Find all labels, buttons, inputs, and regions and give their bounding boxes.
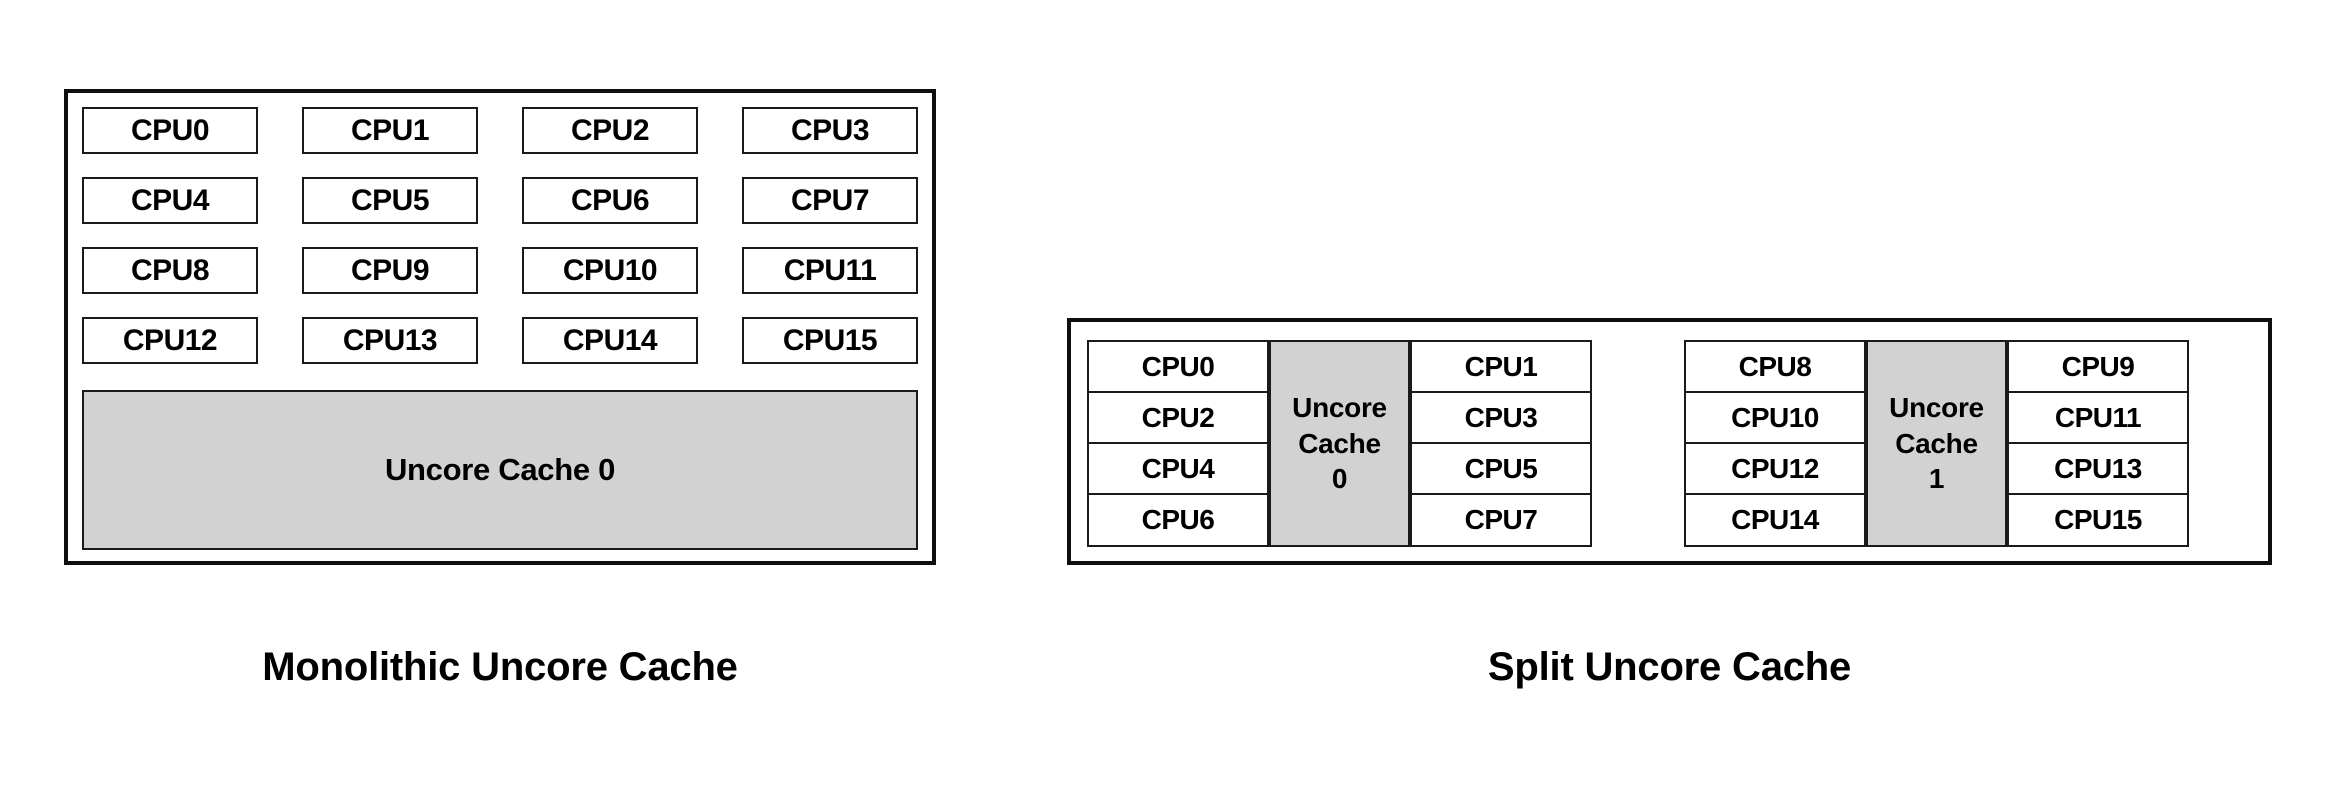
cpu-column-left: CPU8 CPU10 CPU12 CPU14	[1684, 340, 1866, 547]
cpu-box[interactable]: CPU8	[82, 247, 258, 294]
cpu-box[interactable]: CPU13	[2007, 442, 2189, 496]
cpu-box[interactable]: CPU11	[742, 247, 918, 294]
cpu-box[interactable]: CPU2	[1087, 391, 1269, 445]
uncore-cache-label-line2: Cache	[1298, 427, 1381, 459]
cpu-box[interactable]: CPU14	[522, 317, 698, 364]
split-cache-group: CPU8 CPU10 CPU12 CPU14 Uncore Cache 1 CP…	[1684, 340, 2261, 547]
uncore-cache-block[interactable]: Uncore Cache 0	[82, 390, 918, 550]
cpu-box[interactable]: CPU2	[522, 107, 698, 154]
cpu-column-left: CPU0 CPU2 CPU4 CPU6	[1087, 340, 1269, 547]
cpu-box[interactable]: CPU1	[1410, 340, 1592, 394]
cpu-column-right: CPU9 CPU11 CPU13 CPU15	[2007, 340, 2189, 547]
cpu-box[interactable]: CPU3	[1410, 391, 1592, 445]
cpu-box[interactable]: CPU14	[1684, 493, 1866, 547]
figure-caption: Monolithic Uncore Cache	[262, 645, 738, 689]
cpu-box[interactable]: CPU9	[302, 247, 478, 294]
cpu-box[interactable]: CPU12	[1684, 442, 1866, 496]
monolithic-package-outline: CPU0 CPU1 CPU2 CPU3 CPU4 CPU5 CPU6 CPU7 …	[64, 89, 936, 565]
cpu-box[interactable]: CPU9	[2007, 340, 2189, 394]
cpu-box[interactable]: CPU4	[1087, 442, 1269, 496]
cpu-column-right: CPU1 CPU3 CPU5 CPU7	[1410, 340, 1592, 547]
cpu-box[interactable]: CPU15	[2007, 493, 2189, 547]
cpu-box[interactable]: CPU4	[82, 177, 258, 224]
figure-caption: Split Uncore Cache	[1487, 645, 1852, 689]
cpu-box[interactable]: CPU5	[302, 177, 478, 224]
uncore-cache-block[interactable]: Uncore Cache 1	[1866, 340, 2007, 547]
cpu-box[interactable]: CPU0	[1087, 340, 1269, 394]
uncore-cache-label-line1: Uncore	[1292, 391, 1387, 423]
uncore-cache-label-line3: 0	[1331, 463, 1348, 495]
cpu-box[interactable]: CPU10	[1684, 391, 1866, 445]
uncore-cache-label-line3: 1	[1928, 463, 1945, 495]
uncore-cache-label-line2: Cache	[1895, 427, 1978, 459]
cpu-box[interactable]: CPU6	[1087, 493, 1269, 547]
cpu-box[interactable]: CPU0	[82, 107, 258, 154]
cpu-box[interactable]: CPU8	[1684, 340, 1866, 394]
cpu-box[interactable]: CPU11	[2007, 391, 2189, 445]
figure-split-uncore-cache: CPU0 CPU2 CPU4 CPU6 Uncore Cache 0 CPU1 …	[1040, 0, 2348, 802]
uncore-cache-block[interactable]: Uncore Cache 0	[1269, 340, 1410, 547]
uncore-cache-label-line1: Uncore	[1889, 391, 1984, 423]
cpu-box[interactable]: CPU5	[1410, 442, 1592, 496]
cpu-box[interactable]: CPU1	[302, 107, 478, 154]
cpu-box[interactable]: CPU7	[1410, 493, 1592, 547]
cpu-box[interactable]: CPU7	[742, 177, 918, 224]
figure-monolithic-uncore-cache: CPU0 CPU1 CPU2 CPU3 CPU4 CPU5 CPU6 CPU7 …	[0, 0, 1040, 802]
cpu-box[interactable]: CPU13	[302, 317, 478, 364]
cpu-box[interactable]: CPU10	[522, 247, 698, 294]
cpu-box[interactable]: CPU15	[742, 317, 918, 364]
monolithic-cpu-grid: CPU0 CPU1 CPU2 CPU3 CPU4 CPU5 CPU6 CPU7 …	[82, 107, 918, 364]
cpu-box[interactable]: CPU12	[82, 317, 258, 364]
cpu-box[interactable]: CPU6	[522, 177, 698, 224]
split-cache-group: CPU0 CPU2 CPU4 CPU6 Uncore Cache 0 CPU1 …	[1087, 340, 1664, 547]
cpu-box[interactable]: CPU3	[742, 107, 918, 154]
split-package-outline: CPU0 CPU2 CPU4 CPU6 Uncore Cache 0 CPU1 …	[1067, 318, 2272, 565]
